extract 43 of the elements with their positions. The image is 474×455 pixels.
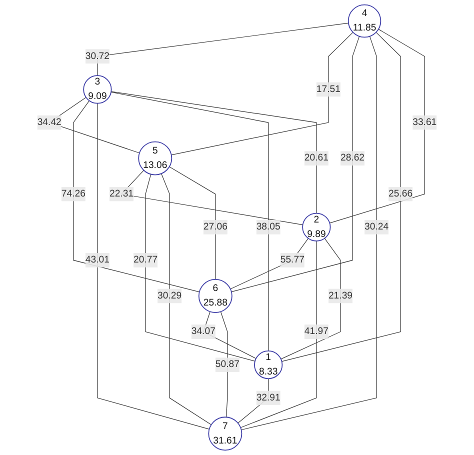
edge-label: 30.29 (158, 290, 182, 301)
connector (329, 28, 425, 224)
edge-label: 25.66 (388, 188, 413, 199)
connector (97, 22, 349, 76)
connector (231, 36, 360, 292)
connector (240, 240, 317, 428)
node-circle: 5 13.06 (138, 141, 172, 176)
connector (240, 36, 377, 430)
connector (97, 103, 210, 430)
node-circle: 3 9.09 (83, 75, 112, 104)
node-circle: 7 31.61 (208, 416, 242, 451)
node-circle: 1 8.33 (254, 350, 283, 380)
connector (169, 166, 216, 280)
edge-label: 22.31 (109, 188, 134, 199)
connector (110, 92, 269, 352)
connector (161, 173, 212, 426)
edge-label: 50.87 (215, 359, 240, 370)
edge-label: 30.72 (85, 50, 110, 62)
edge-label: 32.91 (256, 392, 280, 403)
connector (280, 238, 341, 360)
connector (110, 91, 317, 214)
node-circle: 4 11.85 (348, 4, 382, 38)
edge-label: 34.42 (37, 117, 62, 128)
node-circle: 6 25.88 (198, 279, 232, 313)
connector (230, 238, 309, 290)
edge-label: 43.01 (85, 254, 110, 266)
edge-label: 20.61 (304, 152, 328, 164)
edge-label: 28.62 (340, 152, 365, 164)
edge-label: 30.24 (364, 222, 389, 232)
connector (171, 32, 354, 156)
edge-label: 17.51 (316, 84, 340, 94)
edge-label: 21.39 (328, 290, 353, 301)
edge-label: 33.61 (412, 117, 437, 128)
edge-label: 74.26 (61, 188, 86, 199)
edge-label: 41.97 (304, 326, 328, 337)
edge-label: 38.05 (256, 222, 280, 232)
edge-label: 55.77 (280, 254, 304, 266)
node-circle: 2 9.89 (302, 212, 331, 242)
edge-label: 34.07 (191, 326, 216, 337)
connector (73, 100, 200, 292)
edge-label: 20.77 (134, 254, 158, 266)
edge-label: 27.06 (203, 222, 228, 232)
connector (282, 32, 401, 362)
